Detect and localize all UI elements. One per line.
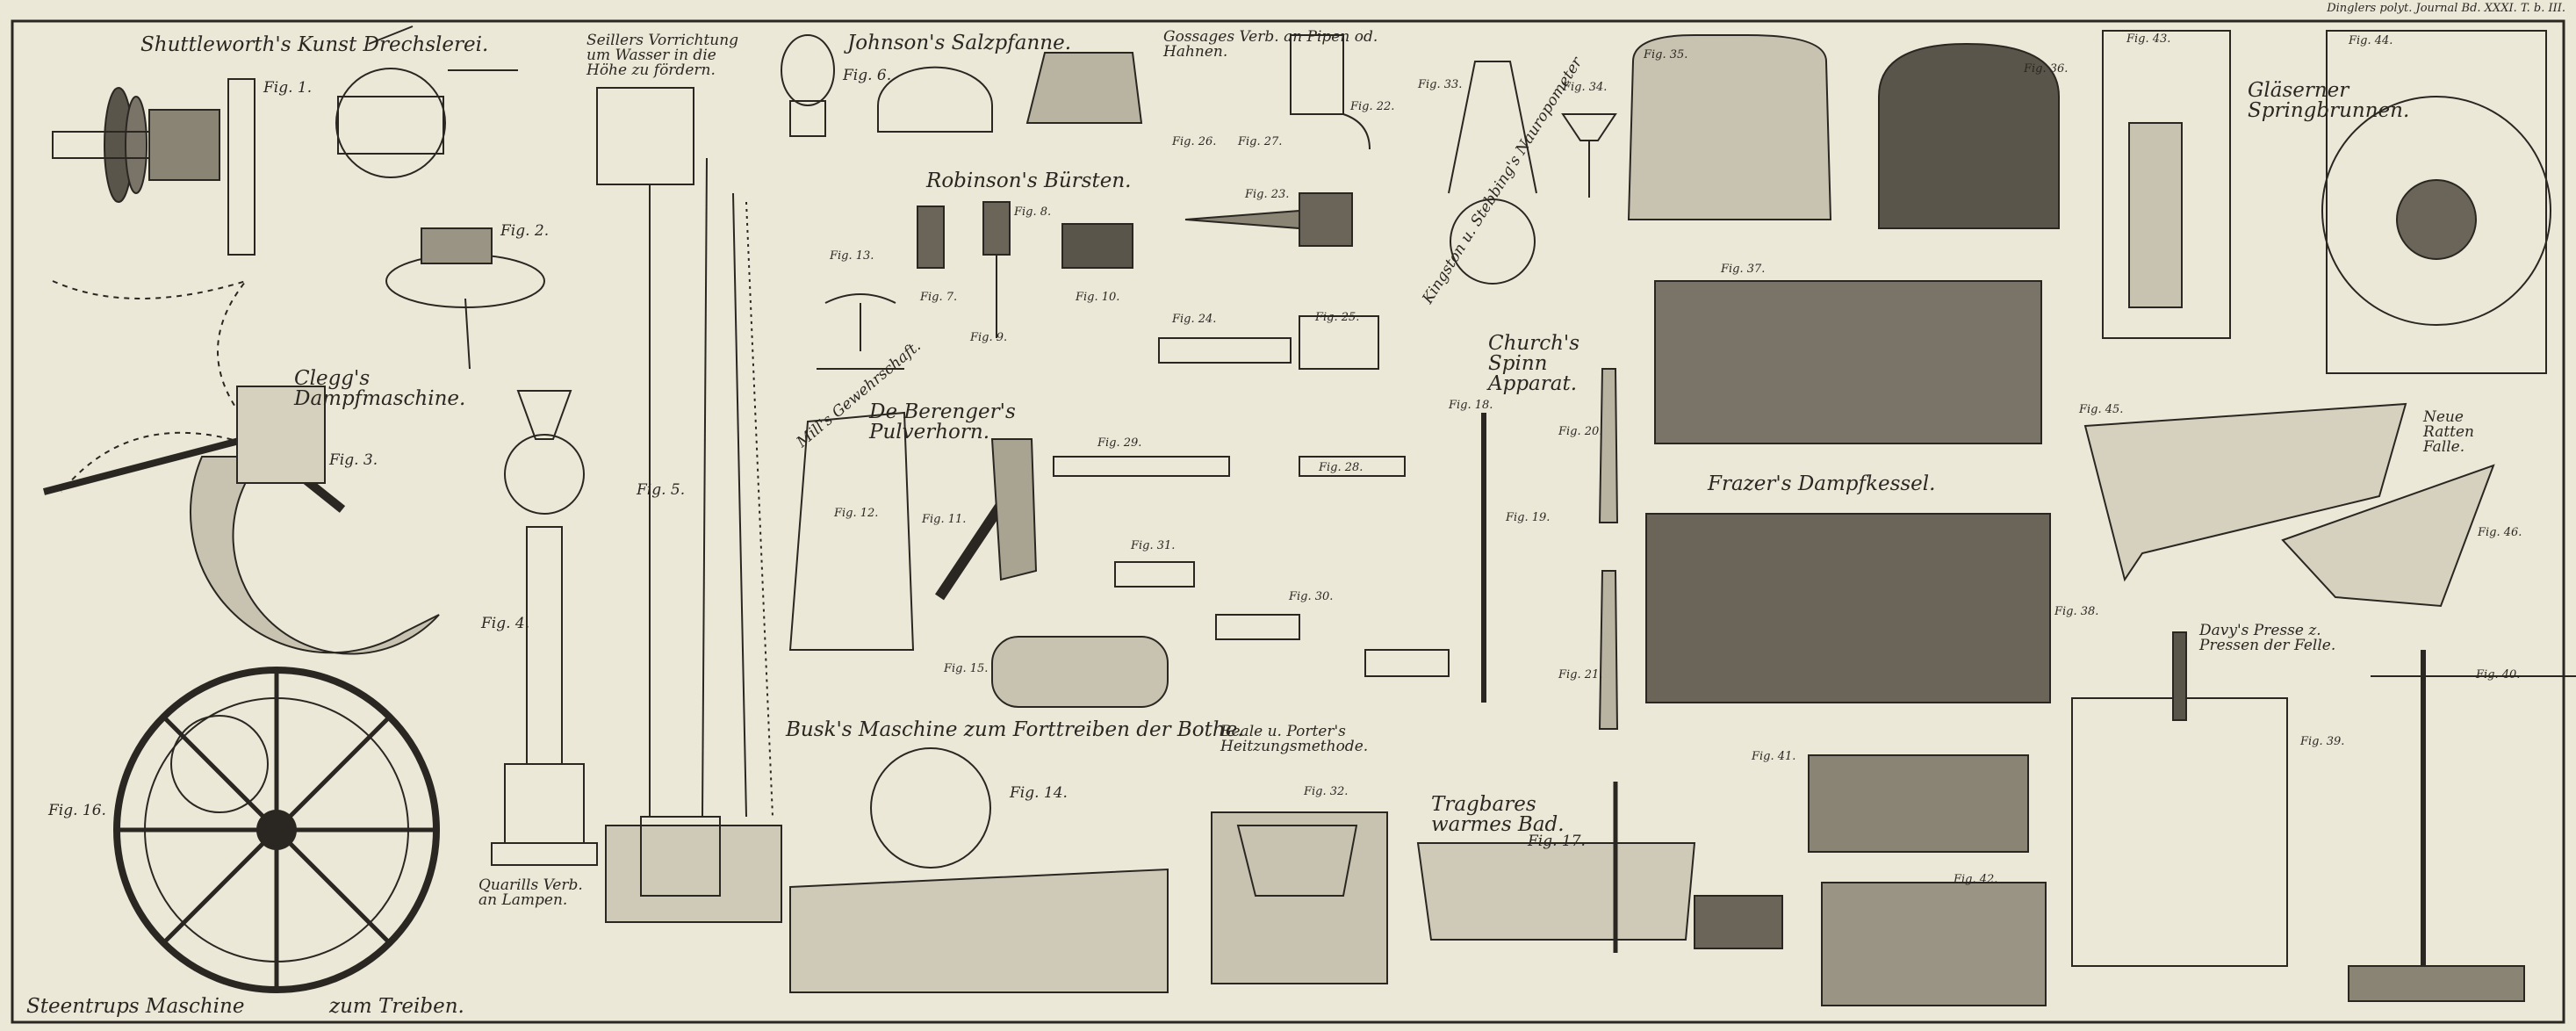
label-fig-10: Fig. 10.: [1076, 291, 1120, 304]
label-fig-5: Fig. 5.: [637, 481, 686, 499]
title-clegg: Clegg's Dampfmaschine.: [294, 367, 466, 410]
fig3-clegg-engine-drawing: [42, 279, 440, 655]
label-fig-7: Fig. 7.: [920, 291, 958, 304]
fig45-46-rat-trap-drawing: [2083, 402, 2495, 608]
title-berenger: De Berenger's Pulverhorn.: [869, 400, 1016, 443]
fig43-44-fountain-drawing: [2102, 30, 2551, 374]
title-steentrup-cont: zum Treiben.: [329, 995, 464, 1018]
title-busk: Busk's Maschine zum Forttreiben der Both…: [786, 718, 1244, 741]
label-fig-17: Fig. 17.: [1528, 833, 1586, 850]
title-shuttleworth: Shuttleworth's Kunst Drechslerei.: [140, 33, 489, 56]
fig18-21-pipes-drawing: [1481, 368, 1619, 730]
label-fig-21: Fig. 21.: [1558, 668, 1603, 681]
fig17-bath-drawing: [1416, 782, 1783, 953]
label-fig-22: Fig. 22.: [1350, 100, 1395, 113]
journal-reference: Dinglers polyt. Journal Bd. XXXI. T. b. …: [2327, 2, 2565, 15]
fig1-lathe-drawing: [52, 25, 518, 256]
label-fig-31: Fig. 31.: [1131, 539, 1176, 552]
fig15-cylinder-drawing: [991, 636, 1169, 708]
label-fig-29: Fig. 29.: [1097, 436, 1142, 450]
label-fig-36: Fig. 36.: [2024, 62, 2069, 76]
title-quarill: Quarills Verb. an Lampen.: [479, 876, 583, 909]
fig35-36-boilers-drawing: [1627, 34, 2060, 229]
title-beale: Beale u. Porter's Heitzungsmethode.: [1220, 723, 1369, 755]
label-fig-45: Fig. 45.: [2079, 403, 2124, 416]
fig4-lamp-drawing: [491, 390, 598, 866]
label-fig-38: Fig. 38.: [2054, 605, 2099, 618]
fig13-stand-drawing: [817, 293, 904, 370]
label-fig-35: Fig. 35.: [1644, 48, 1688, 61]
taps-figs-22-31-drawing: [1053, 34, 1406, 640]
label-fig-19: Fig. 19.: [1506, 511, 1551, 524]
title-gossage: Gossages Verb. an Pipen od. Hahnen.: [1163, 28, 1378, 61]
fig37-spinning-drawing: [1654, 280, 2042, 444]
label-fig-39: Fig. 39.: [2300, 735, 2345, 748]
title-robinson: Robinson's Bürsten.: [926, 169, 1132, 192]
label-fig-2: Fig. 2.: [500, 222, 550, 240]
title-frazer: Frazer's Dampfkessel.: [1708, 472, 1936, 495]
label-fig-25: Fig. 25.: [1315, 311, 1360, 324]
label-fig-4: Fig. 4.: [481, 615, 530, 632]
label-fig-46: Fig. 46.: [2478, 526, 2522, 539]
fig11-powder-horn-drawing: [935, 438, 1038, 601]
label-fig-15: Fig. 15.: [944, 662, 989, 675]
title-seillers: Seillers Vorrichtung um Wasser in die Hö…: [586, 32, 739, 79]
fig39-40-press-drawing: [2071, 631, 2576, 1002]
fig41-42-drawing: [1808, 754, 2047, 1006]
label-fig-1: Fig. 1.: [263, 79, 313, 97]
label-fig-40: Fig. 40.: [2476, 668, 2521, 681]
label-fig-9: Fig. 9.: [970, 331, 1008, 344]
label-fig-41: Fig. 41.: [1752, 750, 1796, 763]
label-fig-33: Fig. 33.: [1418, 78, 1463, 91]
fig16-wheel-drawing: [113, 667, 440, 993]
fig6-salt-pan-drawing: [781, 34, 1143, 137]
label-fig-42: Fig. 42.: [1954, 873, 1998, 886]
label-fig-8: Fig. 8.: [1014, 205, 1052, 219]
label-fig-43: Fig. 43.: [2126, 32, 2171, 46]
label-fig-18: Fig. 18.: [1449, 399, 1493, 412]
fig5-water-raiser-drawing: [596, 87, 782, 923]
label-fig-20: Fig. 20.: [1558, 425, 1603, 438]
fig14-boat-drawing: [789, 747, 1169, 993]
label-fig-32: Fig. 32.: [1304, 785, 1349, 798]
label-fig-16: Fig. 16.: [48, 802, 106, 819]
label-fig-23: Fig. 23.: [1245, 188, 1290, 201]
fig32-heating-drawing: [1211, 649, 1450, 984]
fig2-chuck-drawing: [385, 227, 545, 370]
label-fig-27: Fig. 27.: [1238, 135, 1283, 148]
title-glas: Gläserner Springbrunnen.: [2248, 79, 2410, 122]
title-bad: Tragbares warmes Bad.: [1431, 793, 1565, 836]
title-church: Church's Spinn Apparat.: [1488, 332, 1580, 395]
label-fig-3: Fig. 3.: [329, 451, 378, 469]
label-fig-37: Fig. 37.: [1721, 263, 1766, 276]
fig38-frazer-boiler-drawing: [1645, 513, 2051, 703]
label-fig-6: Fig. 6.: [843, 67, 892, 84]
title-johnson: Johnson's Salzpfanne.: [847, 32, 1072, 54]
label-fig-28: Fig. 28.: [1319, 461, 1364, 474]
label-fig-34: Fig. 34.: [1563, 81, 1608, 94]
label-fig-14: Fig. 14.: [1010, 784, 1068, 802]
label-fig-24: Fig. 24.: [1172, 313, 1217, 326]
label-fig-30: Fig. 30.: [1289, 590, 1334, 603]
title-davy: Davy's Presse z. Pressen der Felle.: [2199, 622, 2336, 654]
label-fig-11: Fig. 11.: [922, 513, 967, 526]
fig7-10-brushes-drawing: [917, 201, 1133, 338]
fig12-gunstock-drawing: [788, 411, 915, 651]
label-fig-13: Fig. 13.: [830, 249, 874, 263]
title-ratten: Neue Ratten Falle.: [2423, 408, 2474, 456]
title-steentrup: Steentrups Maschine: [26, 995, 245, 1018]
label-fig-12: Fig. 12.: [834, 507, 879, 520]
fig33-34-nauropometer-drawing: [1448, 61, 1617, 285]
label-fig-26: Fig. 26.: [1172, 135, 1217, 148]
label-fig-44: Fig. 44.: [2349, 34, 2393, 47]
